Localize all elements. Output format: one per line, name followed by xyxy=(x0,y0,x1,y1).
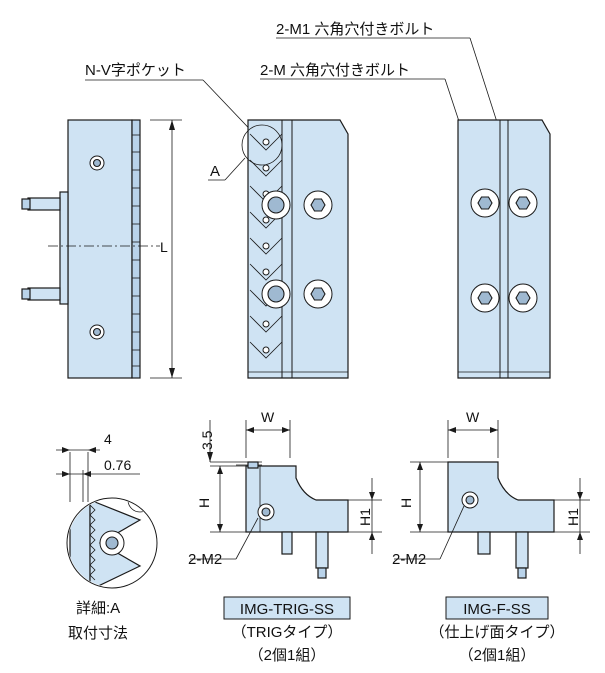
flat-h-label: H xyxy=(398,498,414,508)
trig-qty-label: （2個1組） xyxy=(249,647,326,664)
trig-caption: IMG-TRIG-SS （TRIGタイプ） （2個1組） xyxy=(223,596,351,664)
flat-w-label: W xyxy=(466,409,480,425)
detail-a-circle xyxy=(241,124,283,166)
flat-front-body xyxy=(457,119,551,379)
flat-profile-body xyxy=(447,461,555,533)
trig-m2-label: 2-M2 xyxy=(188,551,222,568)
flat-side-profile: W H H1 2-M2 xyxy=(392,409,590,579)
side-view-serrations xyxy=(132,134,140,367)
trig-front-body xyxy=(247,119,349,379)
dim-4-label: 4 xyxy=(104,431,112,447)
flat-front-view xyxy=(457,119,551,379)
side-view-strip xyxy=(131,119,141,379)
bolt-m1-label: 2-M1 六角穴付きボルト xyxy=(276,21,434,38)
trig-model-box xyxy=(223,596,351,620)
lower-pin xyxy=(27,287,61,301)
flat-model-box xyxy=(445,596,549,620)
flat-model-label: IMG-F-SS xyxy=(463,601,531,618)
trig-front-view: A xyxy=(208,119,349,379)
detail-a-mark: A xyxy=(210,163,220,180)
trig-w-label: W xyxy=(261,409,275,425)
length-label: L xyxy=(160,239,168,255)
pocket-label: N-V字ポケット xyxy=(85,62,186,79)
trig-h-label: H xyxy=(196,498,212,508)
detail-caption-line1: 詳細:A xyxy=(76,600,120,617)
trig-h1-label: H1 xyxy=(357,508,373,526)
detail-a-leader xyxy=(224,157,246,181)
flat-caption: IMG-F-SS （仕上げ面タイプ） （2個1組） xyxy=(429,596,565,664)
dim-076-label: 0.76 xyxy=(104,457,131,473)
bolt-m-label: 2-M 六角穴付きボルト xyxy=(260,62,410,79)
trig-side-profile: W 3.5 H H1 2-M2 xyxy=(188,409,382,579)
flat-m2-label: 2-M2 xyxy=(392,551,426,568)
flat-type-label: （仕上げ面タイプ） xyxy=(429,624,564,641)
upper-pin-tip xyxy=(21,198,31,210)
side-view: L xyxy=(21,119,182,379)
detail-caption-line2: 取付寸法 xyxy=(68,625,128,642)
trig-dim-35-label: 3.5 xyxy=(199,430,215,450)
trig-profile-body xyxy=(245,465,349,533)
flat-qty-label: （2個1組） xyxy=(459,647,536,664)
side-view-base xyxy=(59,191,69,305)
lower-pin-tip xyxy=(21,288,31,300)
flat-h1-label: H1 xyxy=(565,508,581,526)
upper-pin xyxy=(27,197,61,211)
trig-type-label: （TRIGタイプ） xyxy=(232,624,343,641)
detail-a-view: 4 0.76 詳細:A 取付寸法 xyxy=(56,431,158,642)
trig-model-label: IMG-TRIG-SS xyxy=(240,601,334,618)
